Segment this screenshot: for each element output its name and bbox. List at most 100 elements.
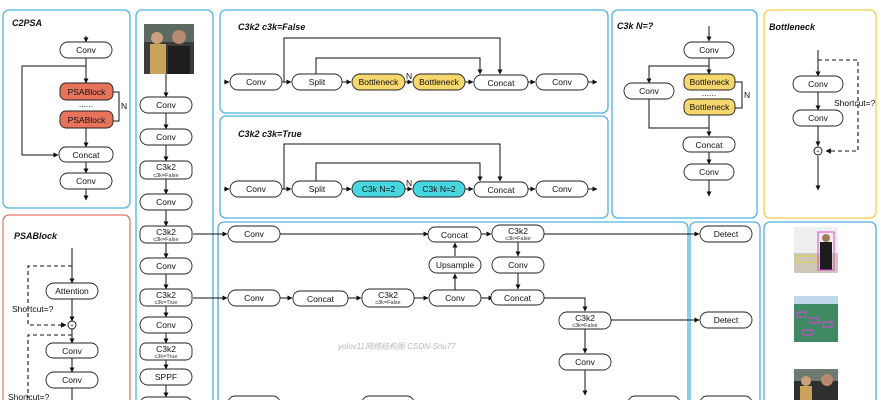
bottleneck-title: Bottleneck: [769, 22, 816, 32]
c2psa-dots: ......: [79, 99, 93, 109]
nodes: Conv PSABlock ...... PSABlock N Concat C…: [8, 24, 876, 400]
svg-text:+: +: [816, 149, 819, 155]
svg-text:Detect: Detect: [714, 315, 739, 325]
neck-node-bottom-left: [228, 395, 280, 400]
svg-text:SPPF: SPPF: [155, 372, 177, 382]
head-panel: [689, 221, 761, 400]
c3k2t-n-label: N: [406, 178, 412, 188]
svg-text:Concat: Concat: [488, 78, 516, 88]
svg-text:Conv: Conv: [156, 100, 177, 110]
svg-text:Conv: Conv: [808, 79, 829, 89]
svg-text:Bottleneck: Bottleneck: [690, 77, 730, 87]
c3k2t-c3k-2: C3k N=2: [412, 180, 466, 198]
svg-text:Concat: Concat: [441, 230, 469, 240]
svg-text:c3k=False: c3k=False: [375, 300, 400, 306]
svg-text:Conv: Conv: [445, 293, 466, 303]
backbone-conv-3: Conv: [139, 193, 193, 211]
bottleneck-shortcut: Shortcut=?: [834, 98, 876, 108]
bottleneck-add-icon: +: [813, 146, 823, 156]
svg-text:Conv: Conv: [808, 113, 829, 123]
bottleneck-panel: [763, 9, 877, 219]
c3k2-false-title: C3k2 c3k=False: [238, 22, 305, 32]
backbone-sppf: SPPF: [139, 368, 193, 386]
c3k-dots: ......: [702, 88, 716, 98]
c3k2f-bottleneck-1: Bottleneck: [351, 73, 406, 91]
svg-text:Conv: Conv: [699, 45, 720, 55]
svg-text:Conv: Conv: [156, 132, 177, 142]
c3k2t-conv-in: Conv: [229, 180, 283, 198]
svg-text:C3k2: C3k2: [156, 227, 176, 237]
backbone-input-image: [144, 24, 194, 74]
psablock-add-icon: +: [67, 320, 77, 330]
svg-text:PSABlock: PSABlock: [68, 87, 107, 97]
detect-2: Detect: [699, 311, 753, 329]
c3k2-true-title: C3k2 c3k=True: [238, 129, 302, 139]
backbone-panel: [135, 9, 214, 400]
c3k-conv-bottom: Conv: [683, 163, 735, 181]
svg-text:Conv: Conv: [156, 261, 177, 271]
c3k-bottleneck-1: Bottleneck: [683, 73, 736, 91]
svg-text:C3k2: C3k2: [156, 162, 176, 172]
backbone-conv-5: Conv: [139, 316, 193, 334]
svg-text:Conv: Conv: [639, 86, 660, 96]
svg-text:c3k=False: c3k=False: [153, 237, 178, 243]
svg-text:Conv: Conv: [244, 293, 265, 303]
output-image-1: [794, 227, 838, 273]
svg-text:Concat: Concat: [307, 294, 335, 304]
edges: [21, 26, 859, 400]
svg-text:Detect: Detect: [714, 229, 739, 239]
c3k2t-conv-out: Conv: [535, 180, 589, 198]
c3k-conv-top: Conv: [683, 41, 735, 59]
svg-text:c3k=False: c3k=False: [505, 236, 530, 242]
svg-text:Split: Split: [309, 77, 326, 87]
svg-text:Concat: Concat: [73, 150, 101, 160]
c2psa-panel: [2, 9, 131, 209]
detect-1: Detect: [699, 225, 753, 243]
svg-text:Conv: Conv: [156, 197, 177, 207]
neck-conv-mid: Conv: [227, 289, 281, 307]
c2psa-psablock-1: PSABlock: [59, 82, 114, 101]
svg-text:C3k N=2: C3k N=2: [362, 184, 396, 194]
c3k-panel: [611, 9, 758, 219]
svg-text:C3k2: C3k2: [156, 290, 176, 300]
svg-text:C3k2: C3k2: [575, 313, 595, 323]
panel-frames: [2, 9, 877, 400]
backbone-next-node: [140, 396, 192, 400]
svg-text:c3k=True: c3k=True: [155, 354, 178, 360]
psablock-panel: [2, 214, 131, 400]
c3k2f-split: Split: [291, 73, 343, 91]
c3k-title: C3k N=?: [617, 21, 654, 31]
neck-node-bottom-mid: [362, 395, 414, 400]
svg-text:C3k2: C3k2: [508, 226, 528, 236]
svg-text:Upsample: Upsample: [436, 260, 475, 270]
c3k2-true-panel: [219, 115, 609, 219]
psablock-shortcut-1: Shortcut=?: [12, 304, 54, 314]
neck-conv-bottom: Conv: [558, 353, 612, 371]
svg-text:Conv: Conv: [552, 184, 573, 194]
svg-text:Conv: Conv: [508, 260, 529, 270]
c3k2t-split: Split: [291, 180, 343, 198]
c3k2f-bottleneck-2: Bottleneck: [412, 73, 466, 91]
c3k-n-label: N: [744, 90, 750, 100]
svg-text:Conv: Conv: [156, 320, 177, 330]
svg-text:PSABlock: PSABlock: [68, 115, 107, 125]
c2psa-title: C2PSA: [12, 18, 42, 28]
svg-text:C3k2: C3k2: [156, 344, 176, 354]
svg-text:Conv: Conv: [246, 77, 267, 87]
psablock-shortcut-2: Shortcut=?: [8, 392, 50, 400]
svg-text:Conv: Conv: [62, 346, 83, 356]
psablock-conv-1: Conv: [45, 342, 99, 359]
c3k2t-concat: Concat: [473, 181, 529, 198]
svg-text:+: +: [70, 323, 73, 329]
backbone-conv-1: Conv: [139, 96, 193, 114]
c2psa-concat: Concat: [58, 146, 114, 163]
svg-text:Bottleneck: Bottleneck: [359, 77, 399, 87]
svg-text:Concat: Concat: [696, 140, 724, 150]
